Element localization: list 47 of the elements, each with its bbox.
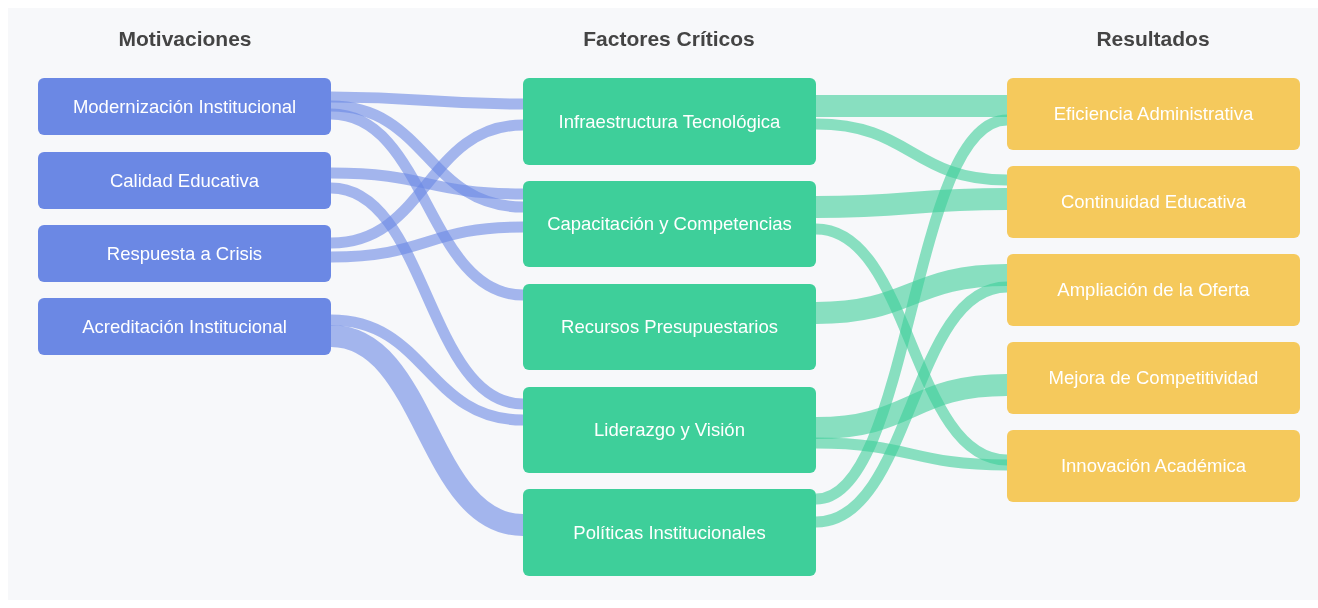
process-box <box>1007 254 1300 326</box>
flow-band <box>330 119 524 249</box>
flow-band <box>816 95 1007 117</box>
box-label: Mejora de Competitividad <box>1048 367 1259 389</box>
process-box <box>1007 166 1300 238</box>
process-box <box>38 225 331 282</box>
box-label: Políticas Institucionales <box>573 521 766 544</box>
flow-band <box>815 118 1008 186</box>
process-box <box>523 387 816 473</box>
flow-band <box>330 91 524 110</box>
process-box <box>38 298 331 355</box>
box-label: Acreditación Institucional <box>82 315 287 338</box>
process-box <box>523 284 816 370</box>
flow-band <box>814 114 1009 505</box>
process-box <box>523 78 816 165</box>
box-label: Ampliación de la Oferta <box>1057 279 1250 301</box>
process-box <box>38 78 331 135</box>
box-label: Liderazgo y Visión <box>594 419 745 441</box>
flow-band <box>330 108 524 301</box>
column-heading: Factores Críticos <box>583 27 755 51</box>
box-label: Capacitación y Competencias <box>547 213 792 235</box>
flow-band <box>330 314 524 426</box>
flow-band <box>329 182 525 410</box>
flow-band <box>330 167 524 200</box>
flow-band <box>329 325 525 536</box>
flow-band <box>330 100 524 213</box>
box-label: Recursos Presupuestarios <box>561 316 778 338</box>
process-box <box>523 489 816 576</box>
flow-band <box>814 281 1009 528</box>
process-box <box>1007 430 1300 502</box>
flow-band <box>330 221 524 263</box>
flow-band <box>815 188 1008 218</box>
box-label: Calidad Educativa <box>109 169 260 192</box>
box-label: Modernización Institucional <box>72 95 297 118</box>
column-heading: Motivaciones <box>118 27 252 51</box>
box-label: Respuesta a Crisis <box>106 242 263 265</box>
box-label: Continuidad Educativa <box>1060 191 1247 213</box>
process-box <box>38 152 331 209</box>
process-box <box>1007 78 1300 150</box>
flow-band <box>815 437 1008 471</box>
box-label: Infraestructura Tecnológica <box>558 110 781 133</box>
process-box <box>523 181 816 267</box>
box-label: Eficiencia Administrativa <box>1053 103 1254 125</box>
column-heading: Resultados <box>1096 27 1210 51</box>
flow-band <box>815 264 1008 324</box>
box-label: Innovación Académica <box>1060 455 1247 477</box>
process-box <box>1007 342 1300 414</box>
